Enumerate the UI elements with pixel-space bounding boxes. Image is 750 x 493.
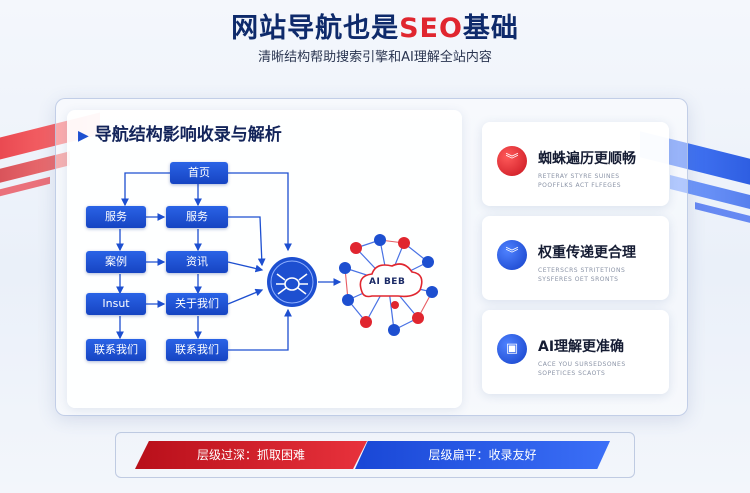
title-main: 网站导航也是	[231, 13, 400, 44]
cloud-label: AI BEB	[369, 277, 406, 287]
deep-hierarchy-banner: 层级过深：抓取困难	[135, 441, 367, 469]
play-arrow-icon: ▶	[78, 128, 89, 144]
chevron-double-down-icon: ︾	[497, 146, 527, 176]
node-service-b: 服务	[166, 206, 228, 228]
page-subtitle: 清晰结构帮助搜索引擎和AI理解全站内容	[258, 50, 492, 65]
flat-hierarchy-banner: 层级扁平：收录友好	[355, 441, 610, 469]
benefit-title: 权重传递更合理	[538, 245, 636, 261]
card-title: ▶ 导航结构影响收录与解析	[78, 120, 282, 145]
node-home: 首页	[170, 162, 228, 184]
node-contact-a: 联系我们	[86, 339, 146, 361]
benefit-title: 蜘蛛遍历更顺畅	[538, 151, 636, 167]
benefit-title: AI理解更准确	[538, 339, 625, 355]
node-contact-b: 联系我们	[166, 339, 228, 361]
card-title-text: 导航结构影响收录与解析	[94, 125, 282, 145]
title-tail: 基础	[462, 13, 519, 44]
ai-chip-icon: ▣	[497, 334, 527, 364]
title-accent: SEO	[399, 13, 463, 44]
node-service-a: 服务	[86, 206, 146, 228]
banner-frame	[115, 432, 635, 478]
page-title: 网站导航也是SEO基础	[0, 6, 750, 45]
spider-icon	[267, 257, 317, 307]
node-about: 关于我们	[166, 293, 228, 315]
chevron-double-down-icon: ︾	[497, 240, 527, 270]
node-insut: Insut	[86, 293, 146, 315]
node-news: 资讯	[166, 251, 228, 273]
node-case: 案例	[86, 251, 146, 273]
